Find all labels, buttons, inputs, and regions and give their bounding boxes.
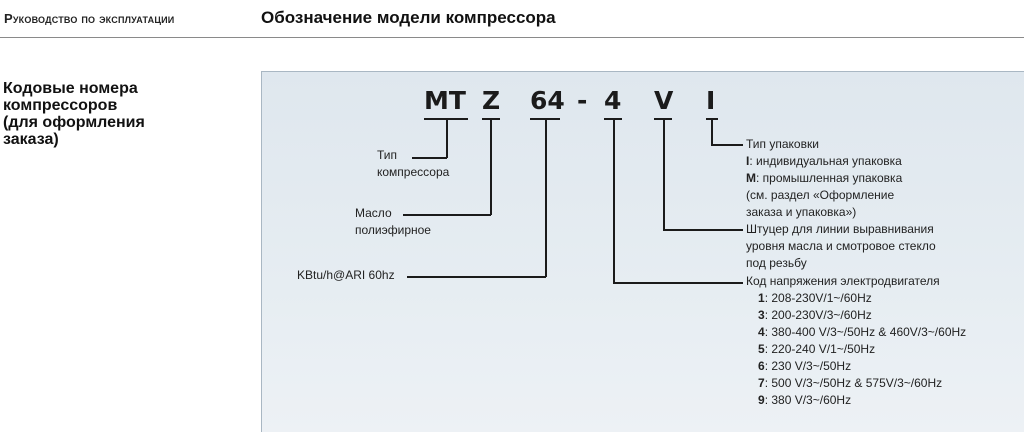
code-part-type: MT (424, 86, 466, 115)
side-title-line: компрессоров (3, 97, 118, 114)
connector-connection (663, 118, 665, 230)
side-title-line: (для оформления (3, 114, 145, 131)
voltage-list: 1: 208-230V/1~/60Hz 3: 200-230V/3~/60Hz … (758, 290, 966, 409)
label-oil: Масло полиэфирное (355, 206, 431, 237)
voltage-item: 6: 230 V/3~/50Hz (758, 359, 852, 373)
model-code-panel (261, 71, 1024, 432)
voltage-item: 7: 500 V/3~/50Hz & 575V/3~/60Hz (758, 376, 943, 390)
code-part-oil: Z (482, 86, 501, 115)
code-part-dash: - (577, 86, 588, 115)
voltage-item: 5: 220-240 V/1~/50Hz (758, 342, 876, 356)
connector-oil (403, 214, 491, 216)
side-title-line: Кодовые номера (3, 80, 138, 97)
connector-voltage (613, 282, 743, 284)
connector-packaging (711, 144, 743, 146)
side-title: Кодовые номера компрессоров (для оформле… (3, 80, 243, 148)
label-compressor-type: Тип компрессора (377, 148, 450, 179)
code-part-packaging: I (706, 86, 716, 115)
connector-oil (490, 118, 492, 215)
header-title: Обозначение модели компрессора (261, 8, 556, 27)
label-packaging: Тип упаковки I: индивидуальная упаковка … (746, 137, 903, 219)
connector-type (446, 118, 448, 158)
side-title-line: заказа) (3, 131, 59, 148)
label-capacity: KBtu/h@ARI 60hz (297, 268, 395, 282)
connector-voltage (613, 118, 615, 283)
connector-capacity (407, 276, 546, 278)
voltage-item: 4: 380-400 V/3~/50Hz & 460V/3~/60Hz (758, 325, 967, 339)
code-part-capacity: 64 (530, 86, 565, 115)
label-oil-line: Штуцер для линии выравнивания уровня мас… (746, 222, 936, 270)
label-voltage-title: Код напряжения электродвигателя (746, 274, 940, 288)
code-part-connection: V (654, 86, 674, 115)
code-part-voltage: 4 (604, 86, 622, 115)
voltage-item: 9: 380 V/3~/60Hz (758, 393, 852, 407)
connector-capacity (545, 118, 547, 277)
header-section-label: Руководство по эксплуатации (4, 11, 175, 26)
voltage-item: 1: 208-230V/1~/60Hz (758, 291, 872, 305)
connector-connection (663, 229, 743, 231)
connector-type (412, 157, 447, 159)
connector-packaging (711, 118, 713, 145)
page-header: Руководство по эксплуатации Обозначение … (0, 0, 1024, 38)
voltage-item: 3: 200-230V/3~/60Hz (758, 308, 872, 322)
